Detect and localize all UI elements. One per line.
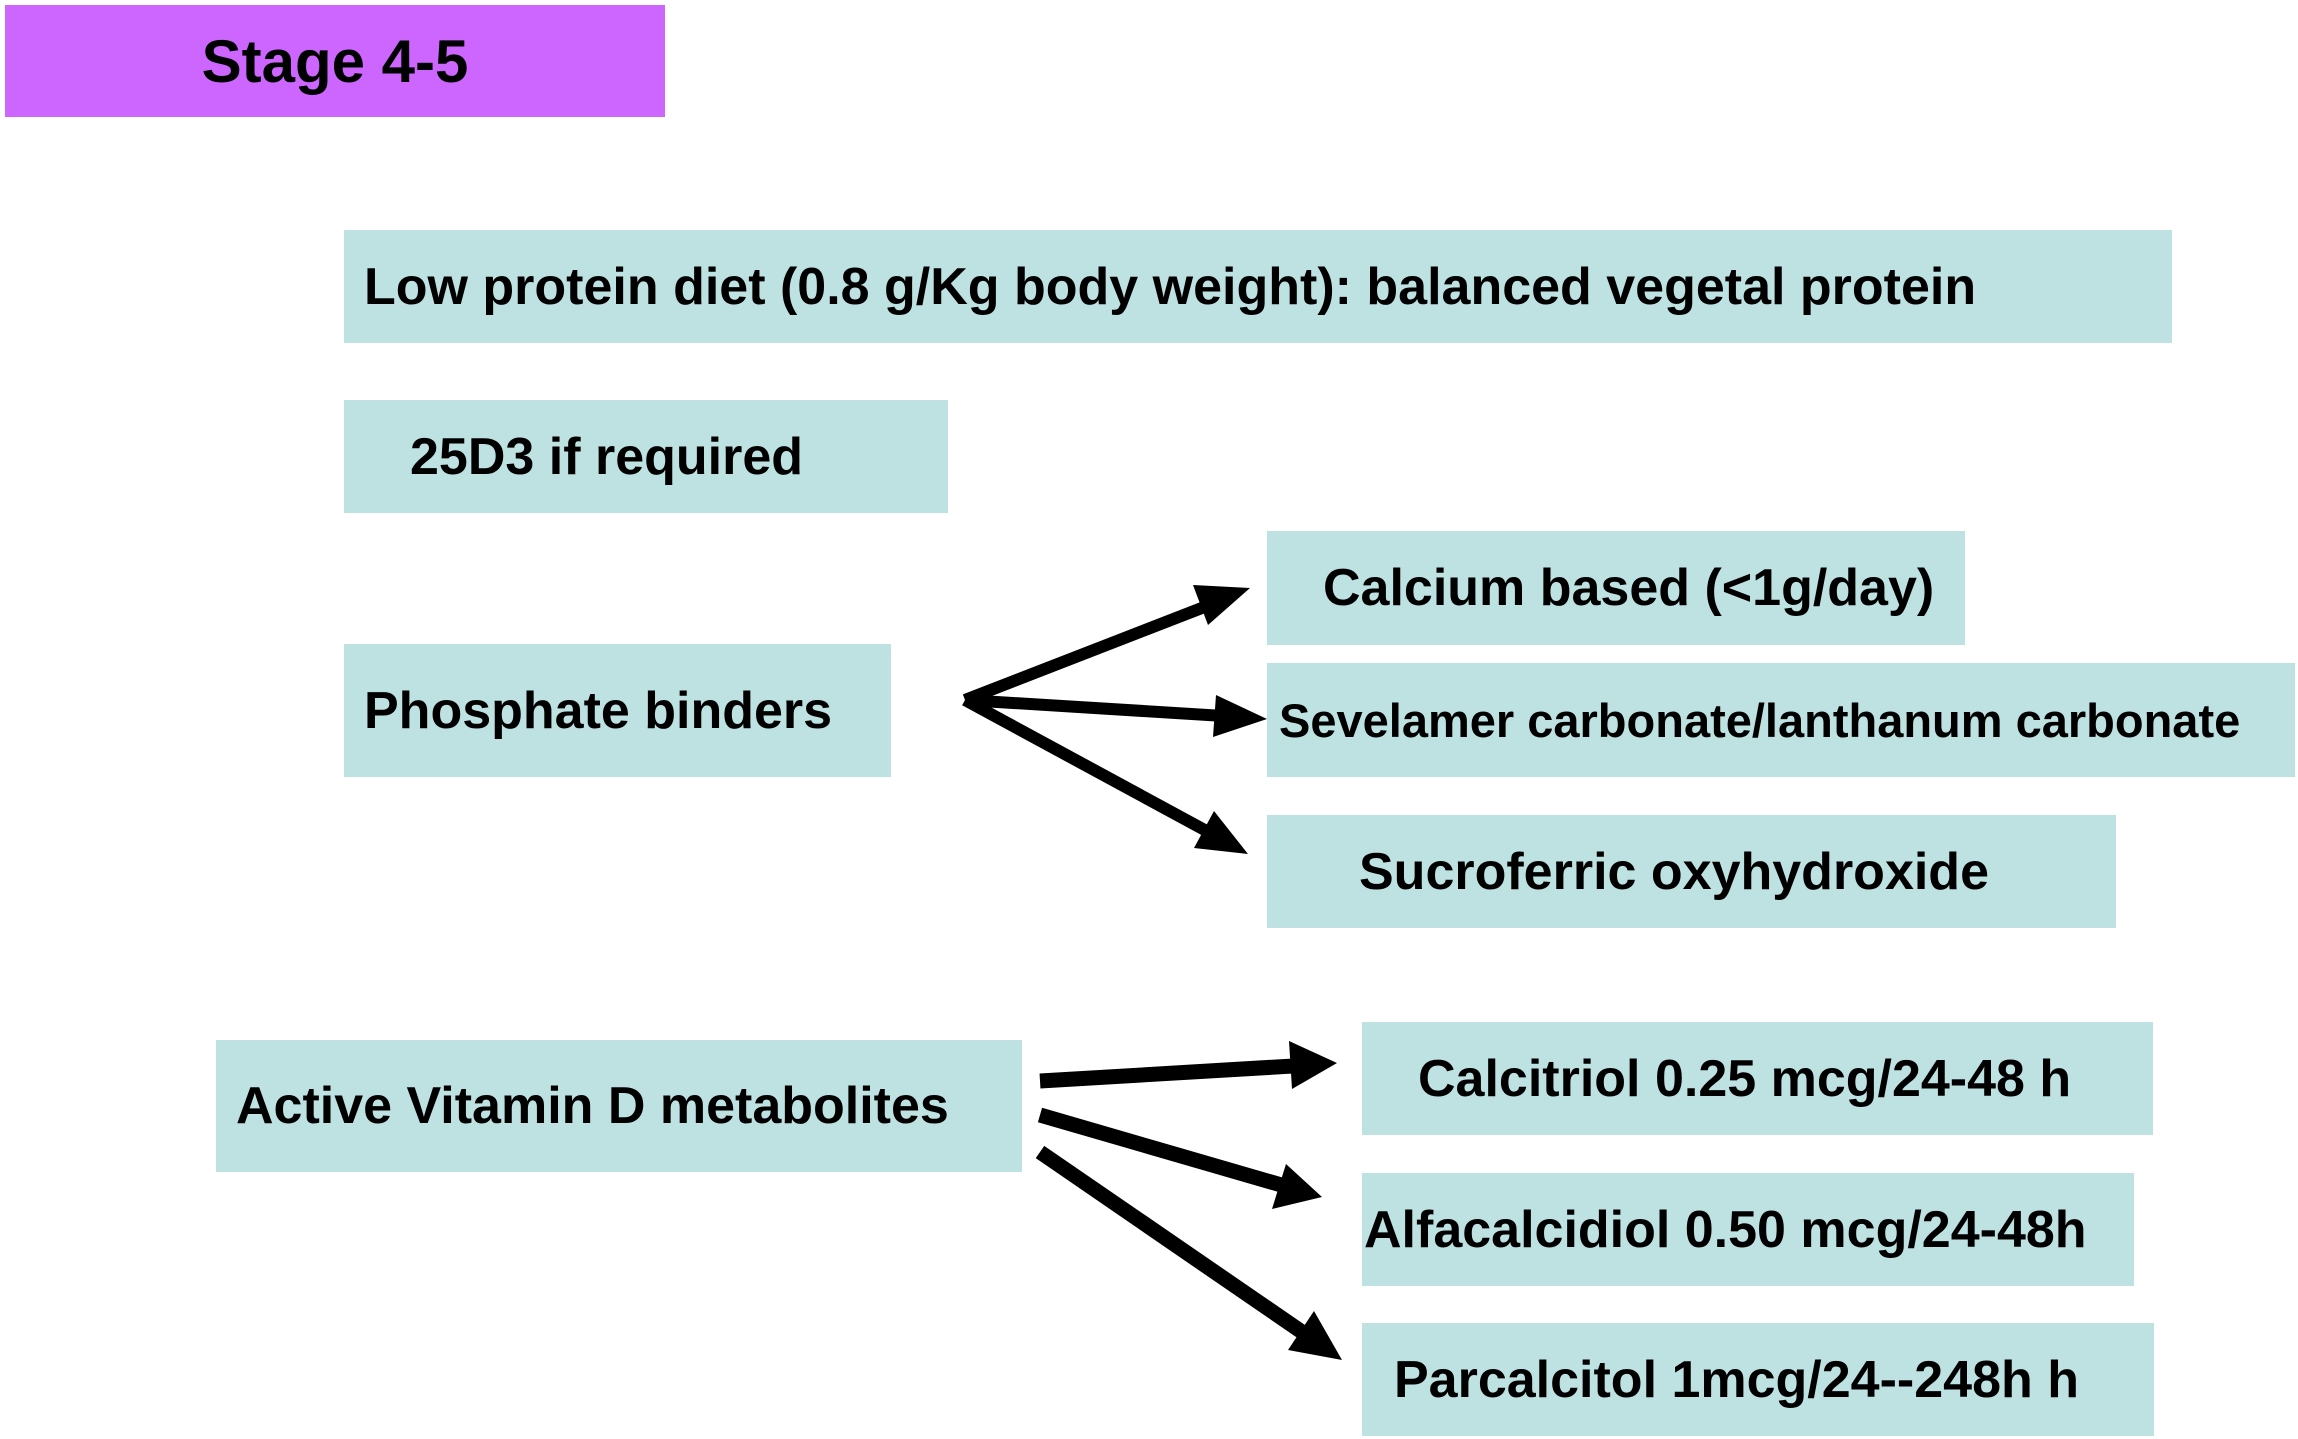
arrow-to-alfacalcidiol: [1037, 1107, 1298, 1197]
calcitriol-box: Calcitriol 0.25 mcg/24-48 h: [1362, 1022, 2153, 1135]
sucroferric-box: Sucroferric oxyhydroxide: [1267, 815, 2116, 928]
sevelamer-label: Sevelamer carbonate/lanthanum carbonate: [1279, 693, 2241, 747]
calcium-based-box: Calcium based (<1g/day): [1267, 531, 1965, 645]
alfacalcidiol-box: Alfacalcidiol 0.50 mcg/24-48h: [1362, 1173, 2134, 1286]
arrow-to-sevelamer: [964, 694, 1241, 723]
arrow-to-calcitriol: [1039, 1057, 1311, 1089]
arrowhead-calcium-based: [1193, 585, 1250, 625]
arrowhead-sucroferric: [1194, 811, 1248, 854]
arrowhead-sevelamer: [1213, 695, 1267, 737]
phosphate-binders-label: Phosphate binders: [364, 681, 833, 740]
paricalcitol-box: Parcalcitol 1mcg/24--248h h: [1362, 1323, 2154, 1436]
paricalcitol-label: Parcalcitol 1mcg/24--248h h: [1394, 1350, 2079, 1409]
alfacalcidiol-label: Alfacalcidiol 0.50 mcg/24-48h: [1364, 1200, 2087, 1259]
arrow-to-sucroferric: [962, 694, 1228, 847]
diet-label: Low protein diet (0.8 g/Kg body weight):…: [364, 257, 1977, 316]
stage-label: Stage 4-5: [201, 27, 469, 95]
phosphate-arrows: [962, 585, 1267, 854]
sucroferric-label: Sucroferric oxyhydroxide: [1359, 842, 1989, 901]
phosphate-binders-box: Phosphate binders: [344, 644, 891, 777]
diet-box: Low protein diet (0.8 g/Kg body weight):…: [344, 230, 2172, 343]
vitamin-d-metabolites-label: Active Vitamin D metabolites: [236, 1077, 949, 1135]
arrow-to-calcium-based: [962, 593, 1228, 706]
stage-header: Stage 4-5: [5, 5, 665, 117]
vitamin-d-arrows: [1035, 1041, 1342, 1360]
vitamin-25d3-box: 25D3 if required: [344, 400, 948, 513]
arrowhead-paricalcitol: [1288, 1311, 1342, 1360]
arrow-to-paricalcitol: [1035, 1145, 1323, 1350]
vitamin-25d3-label: 25D3 if required: [410, 427, 804, 486]
arrowhead-alfacalcidiol: [1272, 1164, 1322, 1209]
calcitriol-label: Calcitriol 0.25 mcg/24-48 h: [1418, 1049, 2072, 1108]
vitamin-d-metabolites-box: Active Vitamin D metabolites: [216, 1040, 1022, 1172]
sevelamer-box: Sevelamer carbonate/lanthanum carbonate: [1267, 663, 2295, 777]
calcium-based-label: Calcium based (<1g/day): [1323, 559, 1935, 617]
arrowhead-calcitriol: [1289, 1041, 1337, 1089]
